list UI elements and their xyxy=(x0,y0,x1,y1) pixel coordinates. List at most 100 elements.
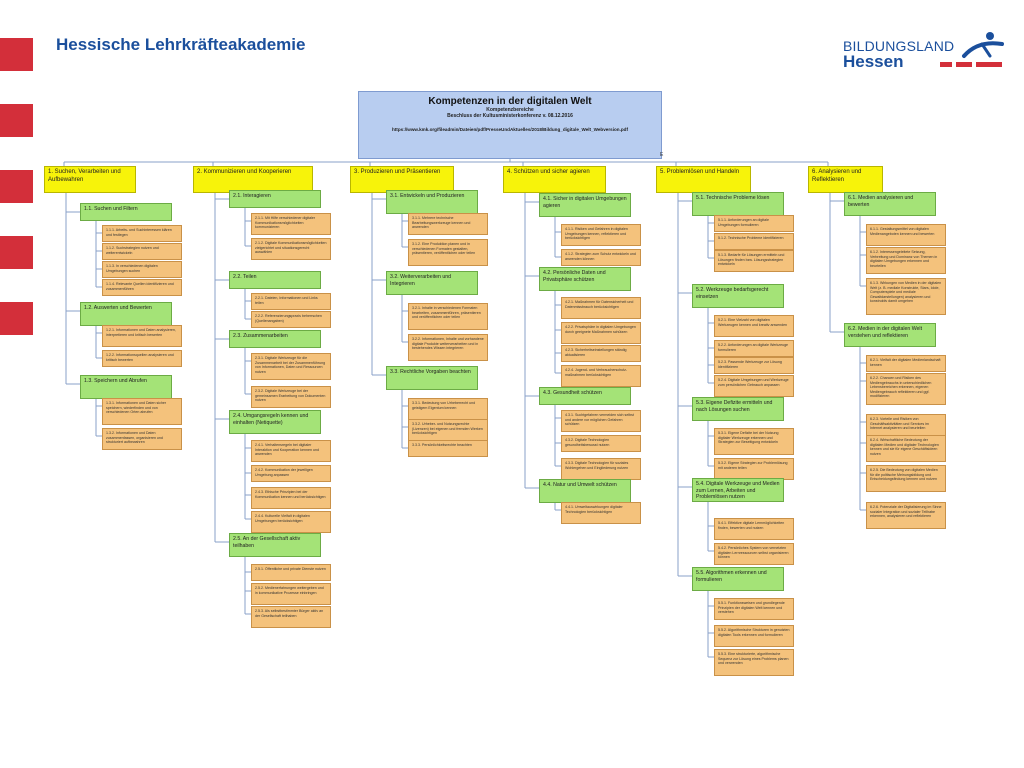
area-6: 6. Analysieren und Reflektieren xyxy=(808,166,883,193)
competence-item-2-3-1: 2.3.1. Digitale Werkzeuge für die Zusamm… xyxy=(251,353,331,380)
competence-item-2-3-2: 2.3.2. Digitale Werkzeuge bei der gemein… xyxy=(251,386,331,408)
competence-item-6-1-2: 6.1.2. Interessengeleitete Setzung, Verb… xyxy=(866,247,946,274)
page-title: Hessische Lehrkräfteakademie xyxy=(56,35,306,54)
competence-item-5-2-4: 5.2.4. Digitale Umgebungen und Werkzeuge… xyxy=(714,375,794,397)
competence-item-2-1-2: 2.1.2. Digitale Kommunikationsmöglichkei… xyxy=(251,238,331,260)
competence-item-5-4-1: 5.4.1. Effektive digitale Lernmöglichkei… xyxy=(714,518,794,540)
competence-item-2-1-1: 2.1.1. Mit Hilfe verschiedener digitaler… xyxy=(251,213,331,235)
competence-item-3-3-2: 3.3.2. Urheber- und Nutzungsrechte (Lize… xyxy=(408,419,488,441)
competence-item-6-1-1: 6.1.1. Gestaltungsmittel von digitalen M… xyxy=(866,224,946,246)
subarea-4-4: 4.4. Natur und Umwelt schützen xyxy=(539,479,631,503)
subarea-4-3: 4.3. Gesundheit schützen xyxy=(539,387,631,405)
competence-item-3-2-1: 3.2.1. Inhalte in verschiedenen Formaten… xyxy=(408,303,488,330)
subarea-2-3: 2.3. Zusammenarbeiten xyxy=(229,330,321,348)
competence-item-4-1-1: 4.1.1. Risiken und Gefahren in digitalen… xyxy=(561,224,641,246)
competence-item-1-3-1: 1.3.1. Informationen und Daten sicher sp… xyxy=(102,398,182,425)
red-bar-3 xyxy=(0,170,33,203)
subarea-5-3: 5.3. Eigene Defizite ermitteln und nach … xyxy=(692,397,784,421)
competence-item-5-3-2: 5.3.2. Eigene Strategien zur Problemlösu… xyxy=(714,458,794,480)
competence-item-2-5-2: 2.5.2. Medienerfahrungen weitergeben und… xyxy=(251,583,331,605)
logo-stripes xyxy=(940,62,1002,68)
subarea-4-1: 4.1. Sicher in digitalen Umgebungen agie… xyxy=(539,193,631,217)
subarea-1-2: 1.2. Auswerten und Bewerten xyxy=(80,302,172,326)
subarea-4-2: 4.2. Persönliche Daten und Privatsphäre … xyxy=(539,267,631,291)
subarea-6-1: 6.1. Medien analysieren und bewerten xyxy=(844,192,936,216)
root-subtitle: Kompetenzbereiche xyxy=(486,107,534,113)
subarea-2-5: 2.5. An der Gesellschaft aktiv teilhaben xyxy=(229,533,321,557)
competence-item-5-1-2: 5.1.2. Technische Probleme identifiziere… xyxy=(714,233,794,250)
competence-item-2-4-4: 2.4.4. Kulturelle Vielfalt in digitalen … xyxy=(251,511,331,533)
root-subtitle-2: Beschluss der Kultusministerkonferenz v.… xyxy=(447,113,573,119)
competence-item-2-2-1: 2.2.1. Dateien, Informationen und Links … xyxy=(251,293,331,310)
subarea-3-2: 3.2. Weiterverarbeiten und Integrieren xyxy=(386,271,478,295)
competence-item-5-5-3: 5.5.3. Eine strukturierte, algorithmisch… xyxy=(714,649,794,676)
logo-text-bottom: Hessen xyxy=(843,52,904,71)
competence-item-4-3-3: 4.3.3. Digitale Technologien für soziale… xyxy=(561,458,641,480)
area-2: 2. Kommunizieren und Kooperieren xyxy=(193,166,313,193)
competence-item-2-5-1: 2.5.1. Öffentliche und private Dienste n… xyxy=(251,564,331,581)
area-1: 1. Suchen, Verarbeiten und Aufbewahren xyxy=(44,166,136,193)
competence-item-1-2-2: 1.2.2. Informationsquellen analysieren u… xyxy=(102,350,182,367)
competence-item-6-2-2: 6.2.2. Chancen und Risiken des Mediengeb… xyxy=(866,373,946,405)
competence-item-1-3-2: 1.3.2. Informationen und Daten zusammenf… xyxy=(102,428,182,450)
competence-item-4-2-1: 4.2.1. Maßnahmen für Datensicherheit und… xyxy=(561,297,641,319)
competence-item-5-2-3: 5.2.3. Passende Werkzeuge zur Lösung ide… xyxy=(714,357,794,374)
area-3: 3. Produzieren und Präsentieren xyxy=(350,166,454,193)
competence-item-4-2-2: 4.2.2. Privatsphäre in digitalen Umgebun… xyxy=(561,322,641,344)
subarea-6-2: 6.2. Medien in der digitalen Welt verste… xyxy=(844,323,936,347)
competence-item-4-1-2: 4.1.2. Strategien zum Schutz entwickeln … xyxy=(561,249,641,266)
subarea-5-5: 5.5. Algorithmen erkennen und formuliere… xyxy=(692,567,784,591)
competence-item-2-4-1: 2.4.1. Verhaltensregeln bei digitaler In… xyxy=(251,440,331,462)
competence-item-4-2-4: 4.2.4. Jugend- und Verbraucherschutz- ma… xyxy=(561,365,641,387)
competence-item-2-2-2: 2.2.2. Referenzierungspraxis beherrschen… xyxy=(251,311,331,328)
competence-item-4-2-3: 4.2.3. Sicherheitseinstellungen ständig … xyxy=(561,345,641,362)
competence-item-1-1-4: 1.1.4. Relevante Quellen identifizieren … xyxy=(102,279,182,296)
subarea-2-4: 2.4. Umgangsregeln kennen und einhalten … xyxy=(229,410,321,434)
logo-figure-icon xyxy=(962,32,1004,58)
competence-item-2-4-3: 2.4.3. Ethische Prinzipien bei der Kommu… xyxy=(251,487,331,509)
competence-item-5-1-3: 5.1.3. Bedarfe für Lösungen ermitteln un… xyxy=(714,250,794,272)
competence-item-6-2-1: 6.2.1. Vielfalt der digitalen Medienland… xyxy=(866,355,946,372)
competence-item-3-3-3: 3.3.3. Persönlichkeitsrechte beachten xyxy=(408,440,488,457)
subarea-1-3: 1.3. Speichern und Abrufen xyxy=(80,375,172,399)
root-marker: E xyxy=(660,152,664,158)
competence-item-5-5-1: 5.5.1. Funktionsweisen und grundlegende … xyxy=(714,598,794,620)
subarea-3-3: 3.3. Rechtliche Vorgaben beachten xyxy=(386,366,478,390)
root-node: Kompetenzen in der digitalen Welt Kompet… xyxy=(358,91,662,159)
subarea-2-1: 2.1. Interagieren xyxy=(229,190,321,208)
red-bar-5 xyxy=(0,302,33,335)
competence-item-6-2-4: 6.2.4. Wirtschaftliche Bedeutung der dig… xyxy=(866,435,946,462)
competence-item-3-3-1: 3.3.1. Bedeutung von Urheberrecht und ge… xyxy=(408,398,488,420)
competence-item-2-5-3: 2.5.3. Als selbstbestimmter Bürger aktiv… xyxy=(251,606,331,628)
competence-item-6-2-6: 6.2.6. Potenziale der Digitalisierung im… xyxy=(866,502,946,529)
subarea-2-2: 2.2. Teilen xyxy=(229,271,321,289)
red-bar-2 xyxy=(0,104,33,137)
subarea-1-1: 1.1. Suchen und Filtern xyxy=(80,203,172,221)
root-title: Kompetenzen in der digitalen Welt xyxy=(428,96,592,107)
competence-item-2-4-2: 2.4.2. Kommunikation der jeweiligen Umge… xyxy=(251,465,331,482)
area-5: 5. Problemlösen und Handeln xyxy=(656,166,751,193)
competence-item-1-1-3: 1.1.3. In verschiedenen digitalen Umgebu… xyxy=(102,261,182,278)
logo-text-top: BILDUNGSLAND xyxy=(843,38,955,54)
subarea-5-4: 5.4. Digitale Werkzeuge und Medien zum L… xyxy=(692,478,784,502)
subarea-5-1: 5.1. Technische Probleme lösen xyxy=(692,192,784,216)
competence-item-4-3-1: 4.3.1. Suchtgefahren vermeiden sich selb… xyxy=(561,410,641,432)
competence-item-6-2-5: 6.2.5. Die Bedeutung von digitalen Medie… xyxy=(866,465,946,492)
competence-item-1-1-2: 1.1.2. Suchstrategien nutzen und weitere… xyxy=(102,243,182,260)
competence-item-5-2-1: 5.2.1. Eine Vielzahl von digitalen Werkz… xyxy=(714,315,794,337)
competence-item-5-2-2: 5.2.2. Anforderungen an digitale Werkzeu… xyxy=(714,340,794,357)
red-bar-4 xyxy=(0,236,33,269)
competence-item-5-1-1: 5.1.1. Anforderungen an digitale Umgebun… xyxy=(714,215,794,232)
competence-item-4-4-1: 4.4.1. Umweltauswirkungen digitaler Tech… xyxy=(561,502,641,524)
competence-item-5-4-2: 5.4.2. Persönliches System von vernetzte… xyxy=(714,543,794,565)
bildungsland-hessen-logo: BILDUNGSLAND Hessen xyxy=(840,30,1005,78)
competence-item-3-2-2: 3.2.2. Informationen, Inhalte und vorhan… xyxy=(408,334,488,361)
root-url: https://www.kmk.org/fileadmin/Dateien/pd… xyxy=(391,127,629,132)
red-bar-1 xyxy=(0,38,33,71)
competence-item-4-3-2: 4.3.2. Digitale Technologien gesundheits… xyxy=(561,435,641,452)
competence-item-1-1-1: 1.1.1. Arbeits- und Suchinteressen kläre… xyxy=(102,225,182,242)
area-4: 4. Schützen und sicher agieren xyxy=(503,166,606,193)
competence-item-5-3-1: 5.3.1. Eigene Defizite bei der Nutzung d… xyxy=(714,428,794,455)
competence-item-5-5-2: 5.5.2. Algorithmische Strukturen in genu… xyxy=(714,625,794,647)
